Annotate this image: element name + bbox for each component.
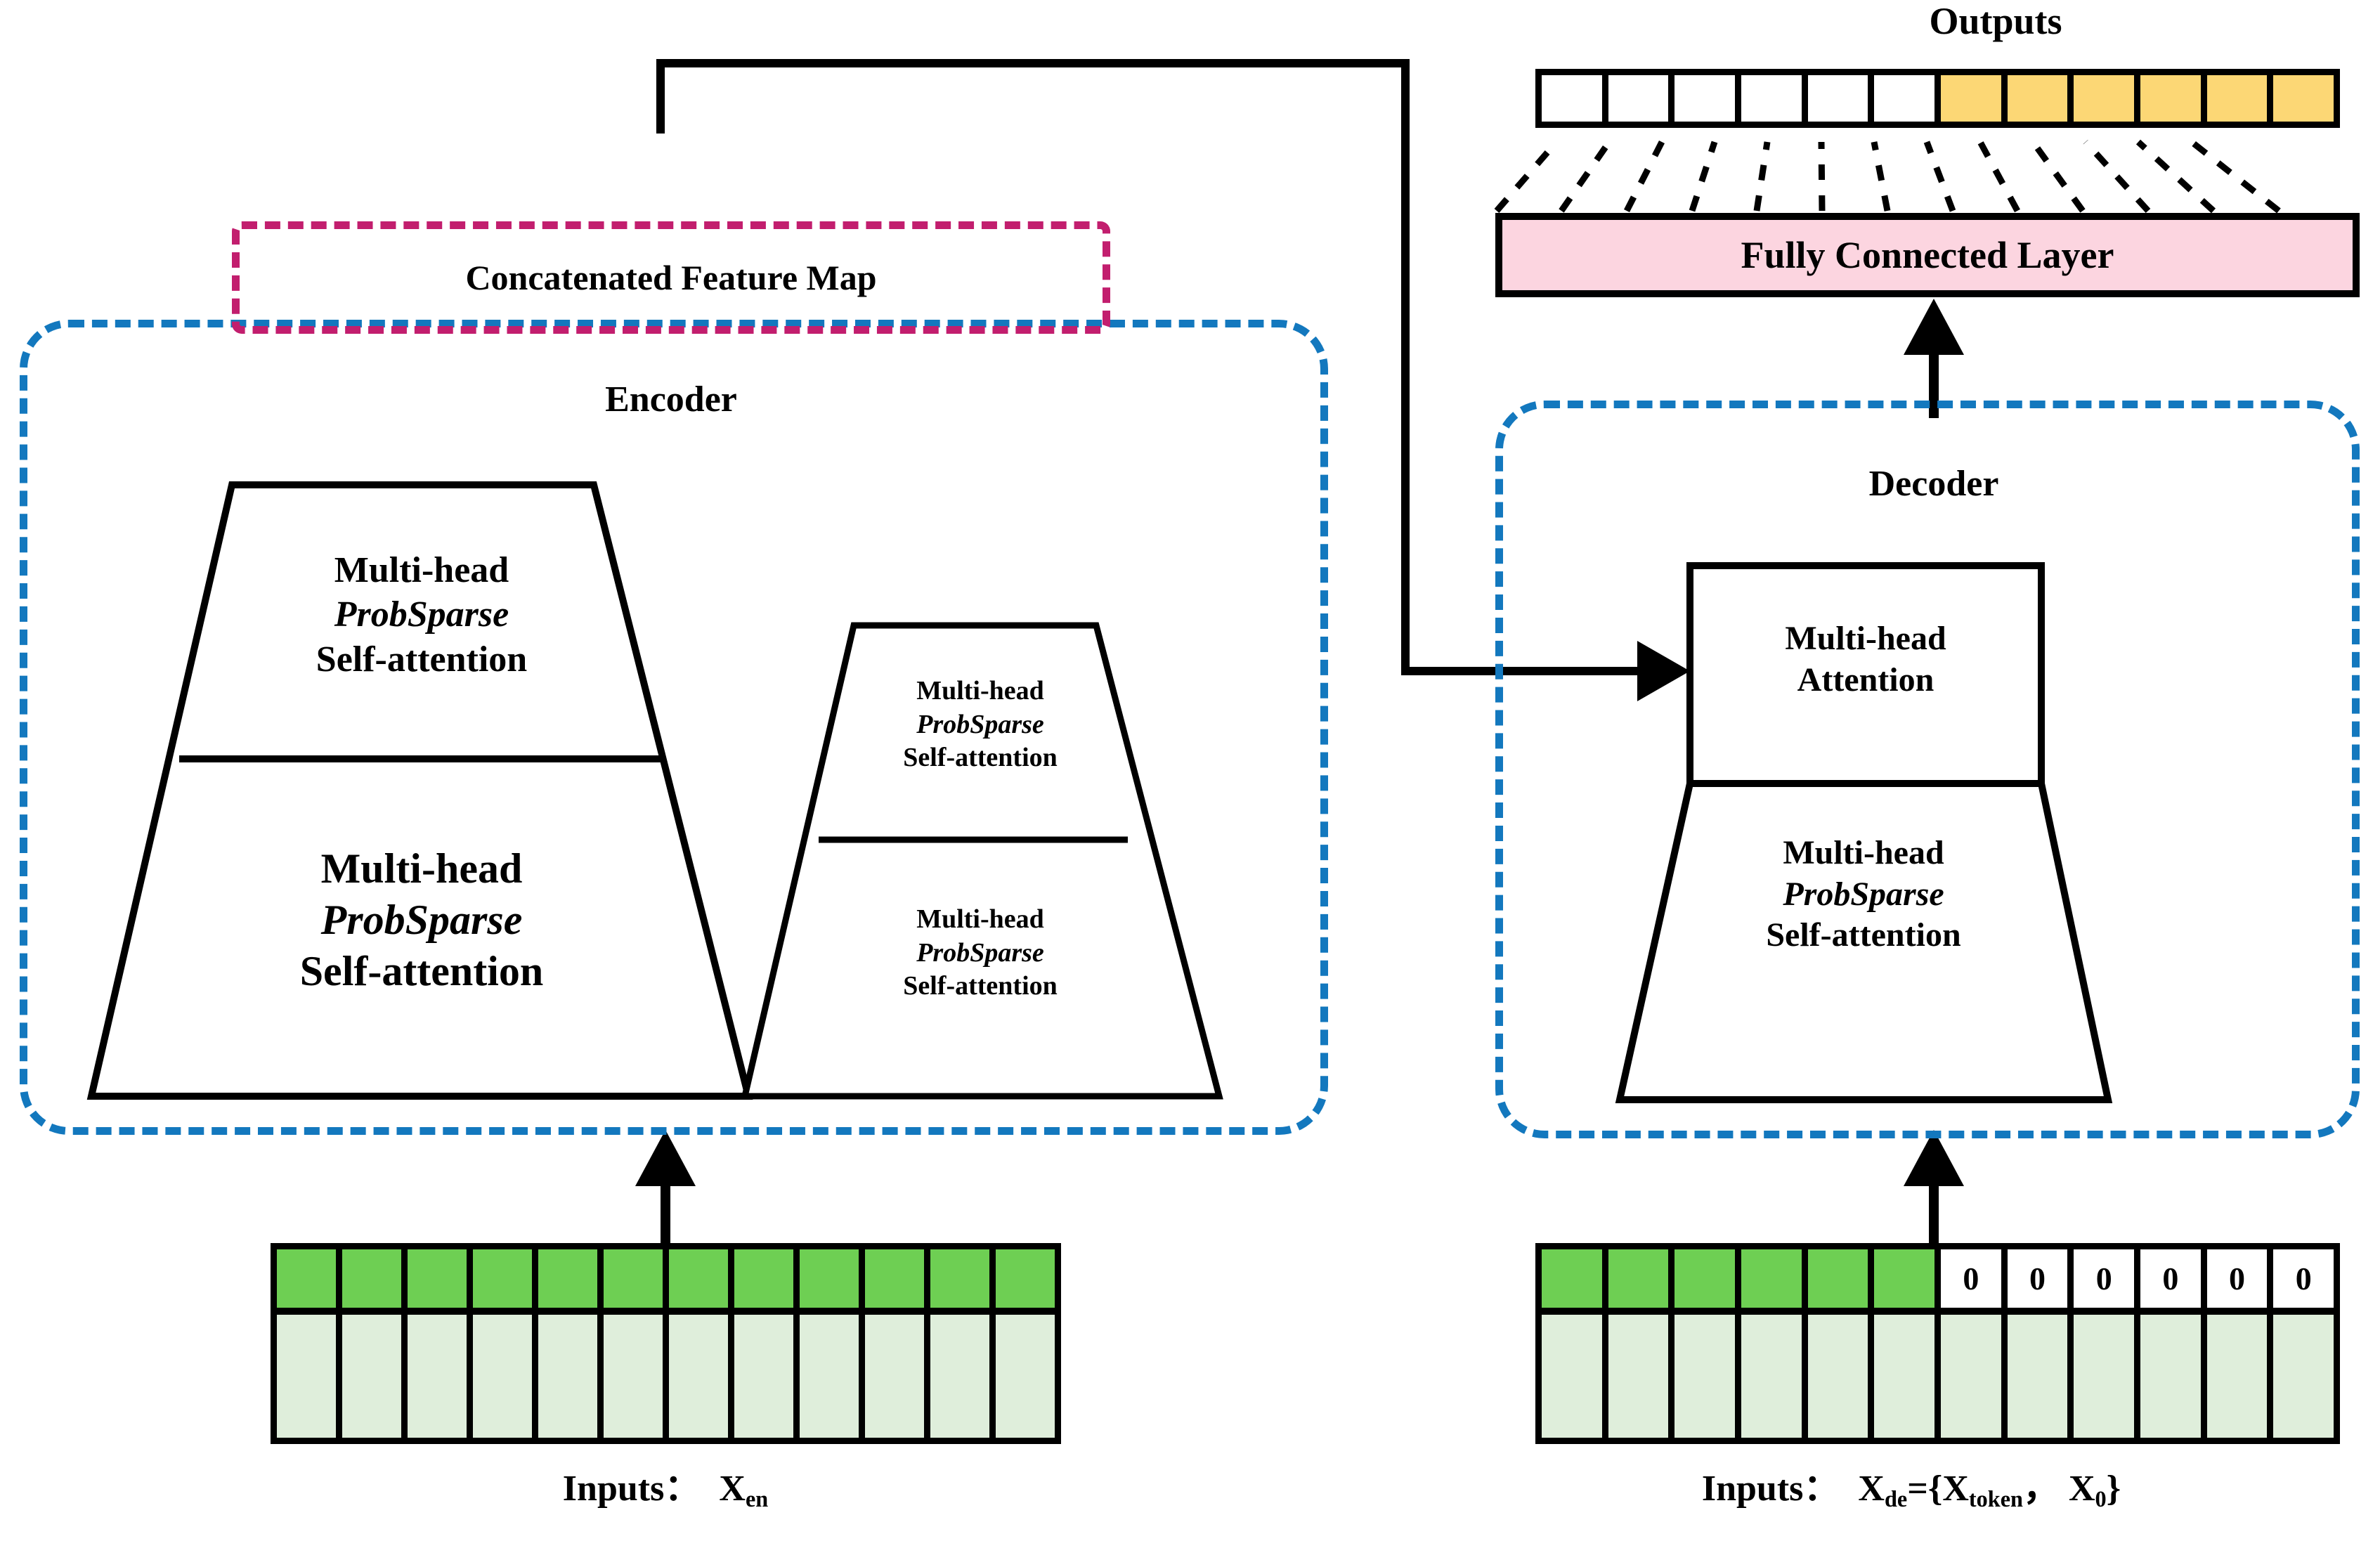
- output-token-cell: [1874, 75, 1942, 122]
- encoder-input-embedding-cell: [473, 1315, 538, 1438]
- encoder-input-token-cell: [865, 1249, 930, 1308]
- output-token-cell: [1542, 75, 1608, 122]
- encoder-input-embedding-cell: [734, 1315, 800, 1438]
- decoder-input-caption-eq: ={: [1907, 1469, 1943, 1509]
- output-token-cell: [1941, 75, 2008, 122]
- fully-connected-layer: Fully Connected Layer: [1495, 213, 2360, 297]
- output-token-cell: [2074, 75, 2141, 122]
- output-token-cell: [2273, 75, 2334, 122]
- output-token-cell: [1807, 75, 1875, 122]
- encoder-input-token-cell: [800, 1249, 865, 1308]
- decoder-input-caption-comma: ，: [2022, 1469, 2060, 1509]
- outputs-token-strip: [1535, 69, 2340, 128]
- concatenated-feature-map-label: Concatenated Feature Map: [465, 258, 877, 297]
- decoder-input-token-cell: [1807, 1249, 1875, 1308]
- decoder-input-token-cell: 0: [2007, 1249, 2074, 1308]
- decoder-input-token-cell: 0: [2206, 1249, 2274, 1308]
- decoder-input-token-cell: [1675, 1249, 1742, 1308]
- output-token-cell: [2206, 75, 2274, 122]
- decoder-input-token-cell: 0: [2140, 1249, 2207, 1308]
- encoder-input-top-strip: [271, 1243, 1061, 1314]
- output-token-cell: [1608, 75, 1675, 122]
- concatenated-feature-map-box: Concatenated Feature Map: [232, 221, 1110, 334]
- decoder-input-embedding-cell: [2140, 1315, 2207, 1438]
- encoder-input-token-cell: [408, 1249, 473, 1308]
- encoder-input-bottom-strip: [271, 1308, 1061, 1444]
- encoder-input-embedding-cell: [277, 1315, 342, 1438]
- decoder-input-token-cell: [1608, 1249, 1675, 1308]
- decoder-title: Decoder: [1868, 464, 1999, 504]
- encoder-input-token-cell: [342, 1249, 408, 1308]
- encoder-input-embedding-cell: [408, 1315, 473, 1438]
- encoder-container: [20, 320, 1328, 1135]
- decoder-input-embedding-cell: [1941, 1315, 2008, 1438]
- outputs-title: Outputs: [1929, 0, 2062, 42]
- encoder-input-arrowhead: [635, 1130, 696, 1186]
- encoder-input-token-cell: [996, 1249, 1055, 1308]
- encoder-input-embedding-cell: [604, 1315, 669, 1438]
- output-token-cell: [1675, 75, 1742, 122]
- decoder-input-embedding-cell: [1608, 1315, 1675, 1438]
- decoder-input-embedding-cell: [2074, 1315, 2141, 1438]
- encoder-input-embedding-cell: [865, 1315, 930, 1438]
- decoder-input-caption-x2: X: [1942, 1469, 1969, 1509]
- decoder-container: [1495, 401, 2360, 1138]
- decoder-input-caption: Inputs： Xde={Xtoken， X0}: [1702, 1469, 2121, 1511]
- fc-to-output-fan: [1494, 139, 2281, 214]
- decoder-input-embedding-cell: [1741, 1315, 1808, 1438]
- decoder-input-embedding-cell: [1675, 1315, 1742, 1438]
- decoder-input-caption-x3: X: [2068, 1469, 2095, 1509]
- decoder-input-bottom-strip: [1535, 1308, 2340, 1444]
- encoder-input-caption-prefix: Inputs: [562, 1469, 665, 1509]
- encoder-input-embedding-cell: [538, 1315, 604, 1438]
- decoder-input-caption-close: }: [2106, 1469, 2121, 1509]
- decoder-input-token-cell: [1741, 1249, 1808, 1308]
- encoder-input-token-cell: [538, 1249, 604, 1308]
- encoder-input-caption-colon: ：: [664, 1469, 701, 1509]
- output-token-cell: [2007, 75, 2074, 122]
- encoder-input-token-cell: [930, 1249, 996, 1308]
- encoder-input-caption-subscript: en: [745, 1486, 769, 1512]
- encoder-title: Encoder: [605, 379, 737, 420]
- fully-connected-layer-label: Fully Connected Layer: [1741, 234, 2114, 276]
- decoder-input-token-cell: 0: [2074, 1249, 2141, 1308]
- encoder-input-token-cell: [669, 1249, 734, 1308]
- decoder-to-fc-arrowhead: [1904, 299, 1964, 355]
- decoder-input-caption-x: X: [1858, 1469, 1885, 1509]
- decoder-input-caption-sub-token: token: [1968, 1486, 2023, 1512]
- decoder-input-embedding-cell: [2007, 1315, 2074, 1438]
- encoder-input-embedding-cell: [996, 1315, 1055, 1438]
- encoder-input-embedding-cell: [930, 1315, 996, 1438]
- decoder-input-embedding-cell: [1874, 1315, 1942, 1438]
- encoder-input-token-cell: [473, 1249, 538, 1308]
- decoder-input-token-cell: [1874, 1249, 1942, 1308]
- decoder-input-token-cell: 0: [2273, 1249, 2334, 1308]
- decoder-input-arrowhead: [1904, 1130, 1964, 1186]
- decoder-input-caption-sub-de: de: [1884, 1486, 1908, 1512]
- decoder-input-embedding-cell: [2273, 1315, 2334, 1438]
- encoder-input-token-cell: [277, 1249, 342, 1308]
- output-token-cell: [1741, 75, 1808, 122]
- encoder-input-embedding-cell: [800, 1315, 865, 1438]
- encoder-input-caption-symbol: X: [719, 1469, 746, 1509]
- encoder-input-embedding-cell: [342, 1315, 408, 1438]
- output-token-cell: [2140, 75, 2207, 122]
- decoder-input-token-cell: [1542, 1249, 1608, 1308]
- encoder-input-embedding-cell: [669, 1315, 734, 1438]
- decoder-input-embedding-cell: [1807, 1315, 1875, 1438]
- decoder-input-caption-sub-zero: 0: [2095, 1486, 2107, 1512]
- decoder-input-caption-prefix: Inputs: [1701, 1469, 1804, 1509]
- decoder-input-token-cell: 0: [1941, 1249, 2008, 1308]
- decoder-input-embedding-cell: [1542, 1315, 1608, 1438]
- encoder-input-caption: Inputs： Xen: [563, 1469, 768, 1511]
- encoder-input-token-cell: [604, 1249, 669, 1308]
- decoder-input-caption-colon: ：: [1803, 1469, 1840, 1509]
- decoder-input-embedding-cell: [2206, 1315, 2274, 1438]
- encoder-input-token-cell: [734, 1249, 800, 1308]
